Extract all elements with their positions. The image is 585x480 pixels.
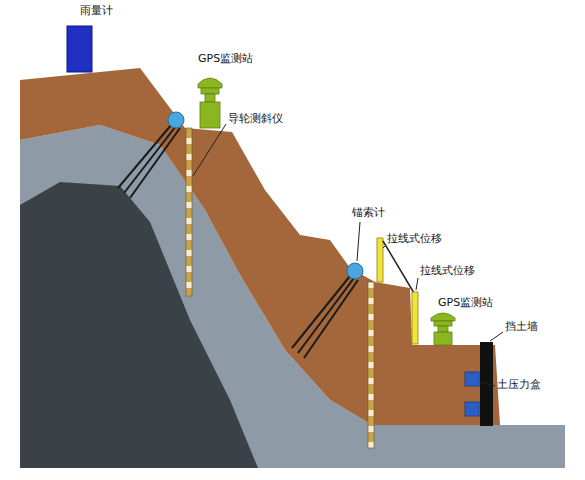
anchor-meter <box>168 112 184 128</box>
callout-label: 土压力盒 <box>497 378 541 391</box>
earth-pressure-box <box>465 372 479 386</box>
callout-label: GPS监测站 <box>438 296 493 309</box>
displacement-wire <box>383 241 414 293</box>
anchor-cable <box>292 276 358 358</box>
gps-station <box>198 78 222 128</box>
leader-line <box>193 124 503 386</box>
anchor-cable <box>118 124 180 198</box>
displacement-post <box>412 292 418 344</box>
callout-label: 挡土墙 <box>505 320 538 333</box>
inclinometer <box>368 282 374 448</box>
rain-gauge <box>67 26 92 72</box>
callout-label: 导轮测斜仪 <box>228 112 283 125</box>
bedrock <box>20 182 258 468</box>
displacement-post <box>377 238 383 282</box>
anchor-meter <box>347 263 363 279</box>
callout-label: 雨量计 <box>80 4 113 17</box>
earth-pressure-box <box>465 402 479 416</box>
callout-label: GPS监测站 <box>198 52 253 65</box>
inclinometer <box>186 128 192 296</box>
callout-label: 锚索计 <box>352 206 385 219</box>
callout-label: 拉线式位移 <box>387 232 442 245</box>
gps-station <box>431 313 455 345</box>
callout-label: 拉线式位移 <box>420 264 475 277</box>
